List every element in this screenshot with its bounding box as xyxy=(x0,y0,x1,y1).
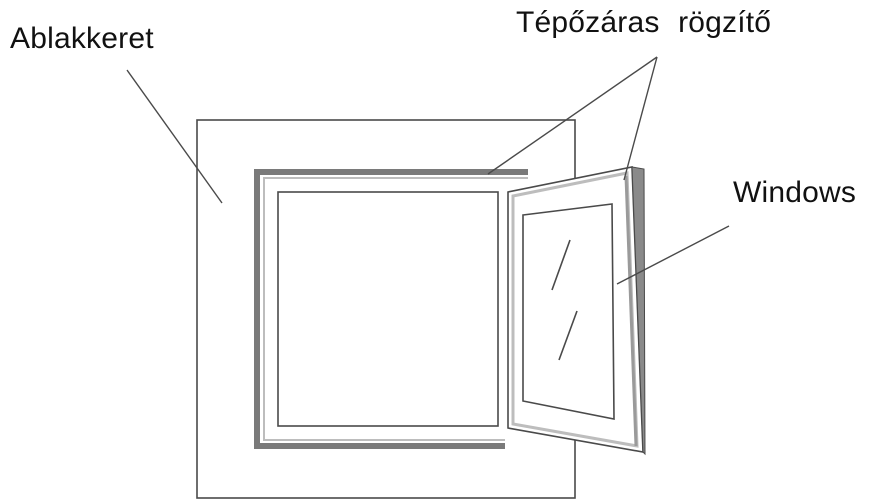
inner-window-frame-inner-edge xyxy=(263,177,528,441)
velcro-strip-on-sash xyxy=(624,175,638,447)
inner-window-frame xyxy=(254,169,528,449)
leader-line-velcro-1 xyxy=(487,56,658,175)
glass-reflection-1 xyxy=(551,239,571,291)
fixed-glass-pane xyxy=(277,191,499,427)
open-sash-band xyxy=(511,171,639,448)
leader-line-frame xyxy=(126,69,223,204)
label-window: Windows xyxy=(733,176,857,209)
label-velcro-fastener: Tépőzáras rögzítő xyxy=(516,6,772,39)
leader-line-velcro-2 xyxy=(623,56,658,181)
label-window-frame: Ablakkeret xyxy=(10,22,154,55)
open-sash-glass xyxy=(522,203,615,420)
glass-reflection-2 xyxy=(558,310,578,361)
open-sash-edge xyxy=(631,166,646,456)
leader-line-windows xyxy=(616,225,730,285)
